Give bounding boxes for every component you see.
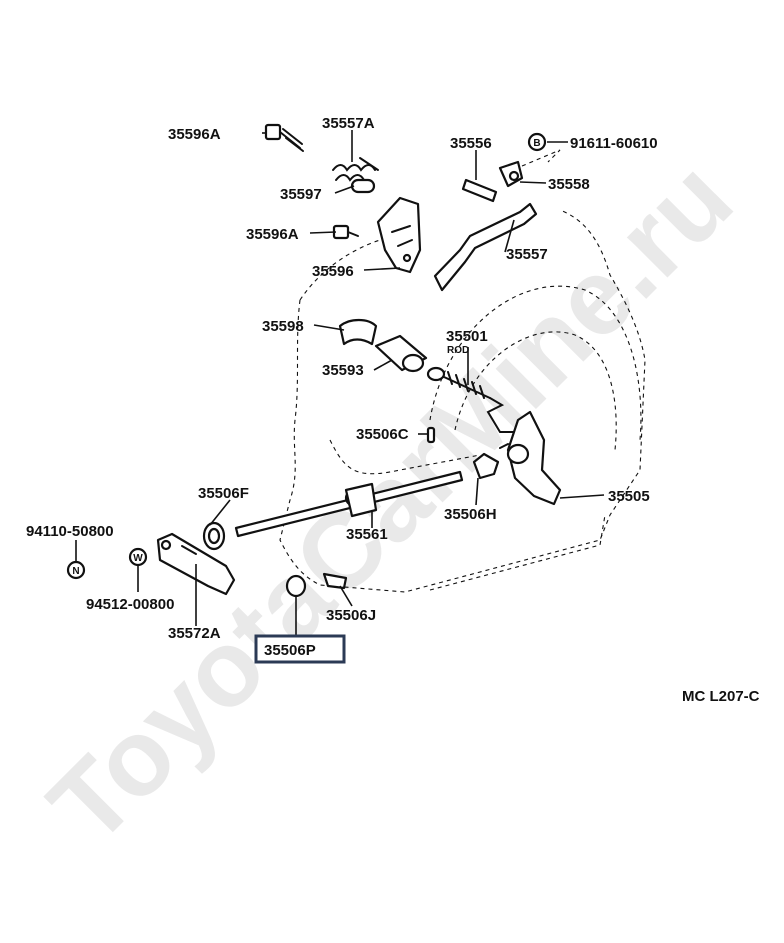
symbol-b-icon: B bbox=[527, 132, 547, 152]
highlight-box-35506p bbox=[254, 634, 346, 664]
symbol-w-text: W bbox=[133, 553, 143, 564]
spring-35557a-icon bbox=[332, 157, 379, 182]
label-35557[interactable]: 35557 bbox=[506, 246, 548, 263]
label-35506p[interactable]: 35506P bbox=[264, 642, 316, 659]
label-94512-00800[interactable]: 94512-00800 bbox=[86, 596, 174, 613]
label-35506f[interactable]: 35506F bbox=[198, 485, 249, 502]
label-35597[interactable]: 35597 bbox=[280, 186, 322, 203]
label-35506j[interactable]: 35506J bbox=[326, 607, 376, 624]
bushing-35506h-icon bbox=[472, 452, 500, 480]
pin-35556-icon bbox=[461, 178, 498, 203]
label-35558[interactable]: 35558 bbox=[548, 176, 590, 193]
clip-35506j-icon bbox=[322, 572, 348, 590]
pin-35597-icon bbox=[350, 178, 376, 194]
bolt-35596a-mid-icon bbox=[332, 224, 359, 240]
rod-35501-icon bbox=[426, 366, 517, 433]
transmission-case-outline bbox=[279, 209, 646, 593]
clip-35598-icon bbox=[338, 318, 378, 346]
leader-lines bbox=[75, 130, 605, 636]
label-35557a[interactable]: 35557A bbox=[322, 115, 375, 132]
cylinder-35593-icon bbox=[374, 334, 428, 373]
bolt-35596a-top-icon bbox=[264, 123, 304, 152]
symbol-w-icon: W bbox=[128, 547, 148, 567]
label-35505[interactable]: 35505 bbox=[608, 488, 650, 505]
dashed-leader-91611 bbox=[521, 149, 561, 167]
diagram-code: MC L207-C bbox=[682, 688, 760, 705]
seal-35506f-icon bbox=[202, 521, 226, 551]
lever-35505-icon bbox=[499, 410, 562, 506]
lever-35557-icon bbox=[433, 202, 538, 292]
part-labels: 35596A 35557A 35597 35596A 35596 35556 9… bbox=[26, 115, 760, 705]
label-35596[interactable]: 35596 bbox=[312, 263, 354, 280]
label-35506h[interactable]: 35506H bbox=[444, 506, 497, 523]
clip-35558-icon bbox=[498, 160, 524, 188]
shaft-35561-icon bbox=[234, 470, 464, 538]
label-35593[interactable]: 35593 bbox=[322, 362, 364, 379]
bracket-35596-icon bbox=[376, 196, 422, 274]
label-35596a-top[interactable]: 35596A bbox=[168, 126, 221, 143]
label-94110-50800[interactable]: 94110-50800 bbox=[26, 523, 114, 540]
oring-35506p-icon bbox=[285, 574, 307, 598]
symbol-n-text: N bbox=[72, 566, 79, 577]
label-35596a-mid[interactable]: 35596A bbox=[246, 226, 299, 243]
label-35556[interactable]: 35556 bbox=[450, 135, 492, 152]
label-35506c[interactable]: 35506C bbox=[356, 426, 409, 443]
label-91611-60610[interactable]: 91611-60610 bbox=[570, 135, 658, 152]
label-35598[interactable]: 35598 bbox=[262, 318, 304, 335]
symbol-b-text: B bbox=[533, 138, 540, 149]
label-35501[interactable]: 35501 bbox=[446, 328, 488, 345]
label-35561[interactable]: 35561 bbox=[346, 526, 388, 543]
label-rod: ROD bbox=[447, 345, 469, 356]
label-35572a[interactable]: 35572A bbox=[168, 625, 221, 642]
symbol-n-icon: N bbox=[66, 560, 86, 580]
pin-35506c-icon bbox=[426, 426, 436, 444]
